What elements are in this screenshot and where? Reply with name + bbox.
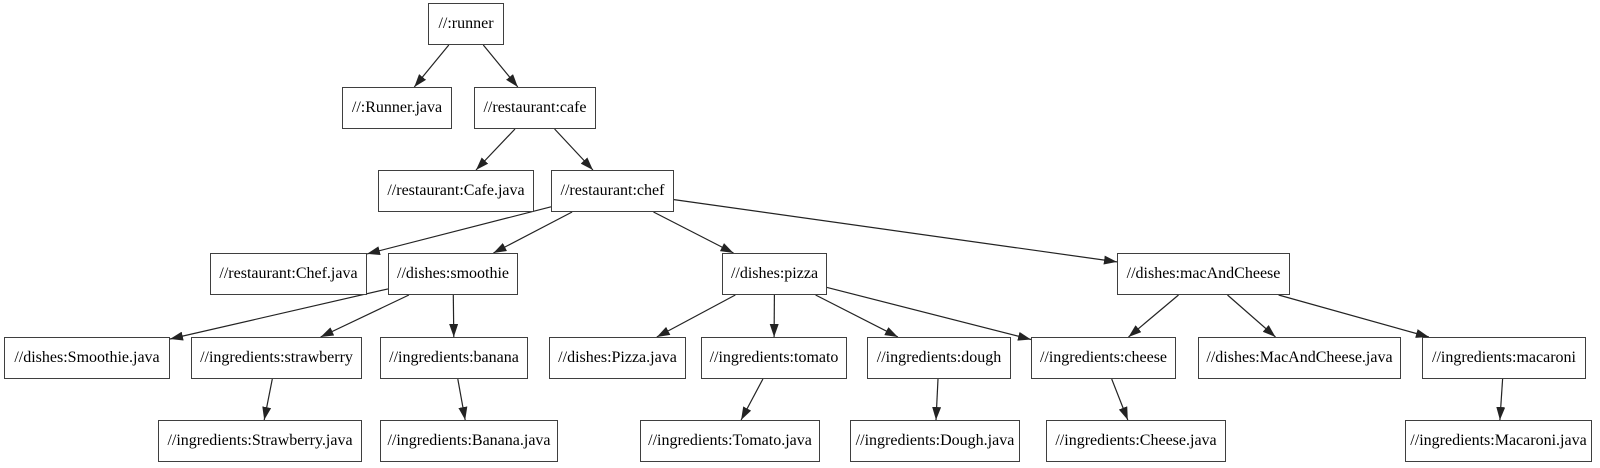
edge-dishes-pizza-to-ingredients-cheese [826, 286, 1032, 341]
edge-dishes-mac-and-cheese-to-dishes-mac-and-cheese-java [1227, 294, 1276, 338]
edge-dishes-pizza-to-dishes-pizza-java [656, 294, 736, 338]
edge-ingredients-banana-to-ingredients-banana-java [457, 378, 468, 421]
edge-dishes-smoothie-to-dishes-smoothie-java [169, 288, 389, 341]
edge-restaurant-chef-to-restaurant-chef-java [366, 206, 552, 256]
graph-node-ingredients-tomato-java: //ingredients:Tomato.java [640, 420, 820, 462]
edge-runner-to-runner-java [413, 44, 450, 88]
edge-restaurant-chef-to-dishes-mac-and-cheese [673, 199, 1118, 265]
graph-node-dishes-pizza-java: //dishes:Pizza.java [549, 337, 686, 379]
edge-restaurant-chef-to-dishes-pizza [653, 211, 734, 254]
graph-node-dishes-mac-and-cheese-java: //dishes:MacAndCheese.java [1198, 337, 1401, 379]
edge-ingredients-dough-to-ingredients-dough-java [932, 378, 942, 421]
edge-ingredients-strawberry-to-ingredients-strawberry-java [262, 378, 273, 421]
edge-dishes-mac-and-cheese-to-ingredients-macaroni [1278, 294, 1430, 338]
graph-node-ingredients-banana-java: //ingredients:Banana.java [380, 420, 558, 462]
graph-node-ingredients-dough: //ingredients:dough [867, 337, 1011, 379]
edge-runner-to-restaurant-cafe [482, 44, 519, 88]
graph-node-restaurant-cafe-java: //restaurant:Cafe.java [378, 170, 534, 212]
graph-node-dishes-pizza: //dishes:pizza [722, 253, 827, 295]
graph-node-ingredients-macaroni: //ingredients:macaroni [1422, 337, 1586, 379]
edge-dishes-smoothie-to-ingredients-strawberry [320, 294, 410, 338]
edge-dishes-smoothie-to-ingredients-banana [449, 294, 459, 338]
graph-node-restaurant-chef-java: //restaurant:Chef.java [210, 253, 367, 295]
graph-node-dishes-mac-and-cheese: //dishes:macAndCheese [1117, 253, 1290, 295]
graph-node-ingredients-cheese-java: //ingredients:Cheese.java [1046, 420, 1226, 462]
graph-node-runner: //:runner [428, 3, 504, 45]
graph-node-dishes-smoothie: //dishes:smoothie [388, 253, 518, 295]
edge-restaurant-chef-to-dishes-smoothie [493, 211, 573, 254]
graph-node-runner-java: //:Runner.java [342, 87, 452, 129]
graph-node-ingredients-dough-java: //ingredients:Dough.java [850, 420, 1020, 462]
edge-dishes-pizza-to-ingredients-dough [815, 294, 899, 338]
graph-node-ingredients-macaroni-java: //ingredients:Macaroni.java [1405, 420, 1592, 462]
graph-node-ingredients-tomato: //ingredients:tomato [701, 337, 847, 379]
edge-ingredients-macaroni-to-ingredients-macaroni-java [1496, 378, 1506, 421]
graph-node-ingredients-strawberry-java: //ingredients:Strawberry.java [158, 420, 362, 462]
edge-ingredients-tomato-to-ingredients-tomato-java [740, 378, 764, 421]
graph-node-ingredients-cheese: //ingredients:cheese [1031, 337, 1176, 379]
graph-node-restaurant-cafe: //restaurant:cafe [474, 87, 596, 129]
graph-node-ingredients-strawberry: //ingredients:strawberry [191, 337, 362, 379]
edge-restaurant-cafe-to-restaurant-cafe-java [475, 128, 516, 171]
edge-restaurant-cafe-to-restaurant-chef [554, 128, 594, 171]
edge-dishes-mac-and-cheese-to-ingredients-cheese [1128, 294, 1179, 338]
graph-node-ingredients-banana: //ingredients:banana [380, 337, 528, 379]
graph-node-restaurant-chef: //restaurant:chef [551, 170, 674, 212]
graph-node-dishes-smoothie-java: //dishes:Smoothie.java [4, 337, 170, 379]
edge-ingredients-cheese-to-ingredients-cheese-java [1111, 378, 1129, 421]
